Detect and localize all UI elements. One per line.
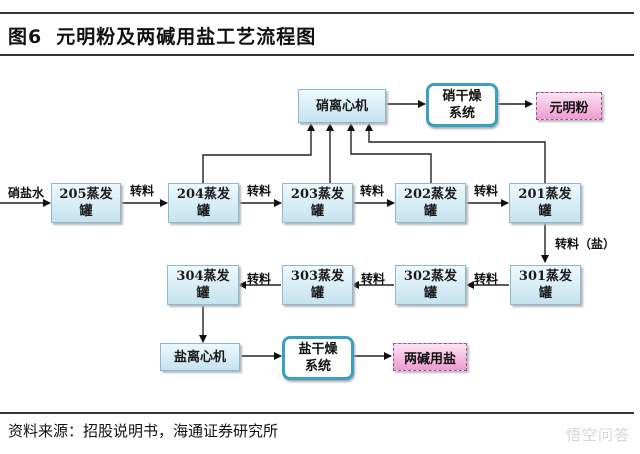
bottom-rule [0,412,634,414]
product-salt-box: 两碱用盐 [393,343,467,371]
tank-302-label: 302蒸发 罐 [403,269,458,301]
tank-301: 301蒸发 罐 [510,265,581,305]
transfer-label: 转料 [474,184,499,198]
nitrate-centrifuge-label: 硝离心机 [315,98,368,114]
transfer-label: 转料 [247,184,272,198]
nitrate-dryer-label: 硝干燥 系统 [442,89,482,121]
nitrate-centrifuge-box: 硝离心机 [298,89,386,123]
tank-205-label: 205蒸发 罐 [59,187,113,219]
source-note: 资料来源：招股说明书，海通证券研究所 [8,422,279,440]
figure-name: 元明粉及两碱用盐工艺流程图 [56,26,317,48]
salt-centrifuge-box: 盐离心机 [160,343,240,371]
salt-dryer-box: 盐干燥 系统 [282,336,354,380]
top-rule [0,12,634,14]
tank-303-label: 303蒸发 罐 [290,269,345,301]
nitrate-dryer-box: 硝干燥 系统 [426,83,498,127]
transfer-salt-label: 转料（盐） [555,237,616,251]
transfer-label: 转料 [361,272,386,286]
tank-303: 303蒸发 罐 [282,265,353,305]
transfer-label: 转料 [130,184,155,198]
figure-number: 图6 [8,26,43,48]
tank-201: 201蒸发 罐 [509,183,581,223]
watermark: 悟空问答 [565,426,630,444]
tank-304-label: 304蒸发 罐 [176,269,230,301]
transfer-label: 转料 [474,272,499,286]
tank-205: 205蒸发 罐 [51,183,121,223]
tank-204-label: 204蒸发 罐 [176,187,231,219]
tank-301-label: 301蒸发 罐 [518,269,573,301]
arrow-202-centrifuge [347,123,432,183]
figure-title: 图6 元明粉及两碱用盐工艺流程图 [8,22,316,49]
tank-203: 203蒸发 罐 [282,183,353,223]
tank-204: 204蒸发 罐 [168,183,239,223]
transfer-label: 转料 [360,184,385,198]
tank-202: 202蒸发 罐 [395,183,466,223]
input-label: 硝盐水 [8,186,45,200]
tank-202-label: 202蒸发 罐 [403,187,458,219]
tank-201-label: 201蒸发 罐 [518,187,572,219]
tank-304: 304蒸发 罐 [167,265,239,305]
tank-203-label: 203蒸发 罐 [290,187,345,219]
product-yuanmingfen-box: 元明粉 [536,92,602,120]
salt-dryer-label: 盐干燥 系统 [298,342,338,374]
title-bottom-rule [0,54,634,56]
product-yuanmingfen-label: 元明粉 [549,100,589,116]
salt-centrifuge-label: 盐离心机 [173,349,226,365]
arrow-204-centrifuge [202,123,315,183]
tank-302: 302蒸发 罐 [395,265,466,305]
arrow-201-centrifuge [365,123,546,183]
product-salt-label: 两碱用盐 [403,351,456,367]
transfer-label: 转料 [247,272,272,286]
